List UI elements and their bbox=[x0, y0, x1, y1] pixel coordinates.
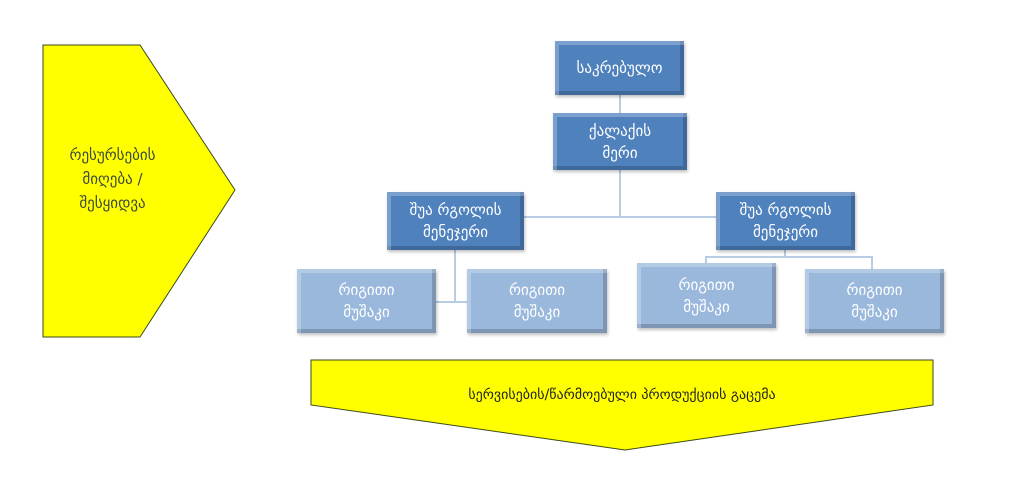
worker-box: რიგითი მუშაკი bbox=[467, 269, 607, 333]
input-arrow-shape bbox=[42, 44, 236, 338]
mayor-box: ქალაქის მერი bbox=[553, 113, 687, 170]
connector bbox=[705, 256, 873, 269]
council-box: საკრებულო bbox=[555, 41, 684, 95]
worker-box: რიგითი მუშაკი bbox=[637, 263, 776, 328]
input-arrow-label: რესურსების მიღება / შესყიდვა bbox=[69, 146, 156, 212]
manager-box: შუა რგოლის მენეჯერი bbox=[387, 192, 524, 250]
connectors bbox=[436, 95, 873, 303]
manager-box: შუა რგოლის მენეჯერი bbox=[716, 192, 855, 250]
output-arrow-shape bbox=[310, 359, 934, 451]
worker-box: რიგითი მუშაკი bbox=[805, 269, 944, 333]
output-arrow-label: სერვისების/წარმოებული პროდუქციის გაცემა bbox=[468, 387, 776, 403]
worker-box: რიგითი მუშაკი bbox=[297, 269, 436, 333]
